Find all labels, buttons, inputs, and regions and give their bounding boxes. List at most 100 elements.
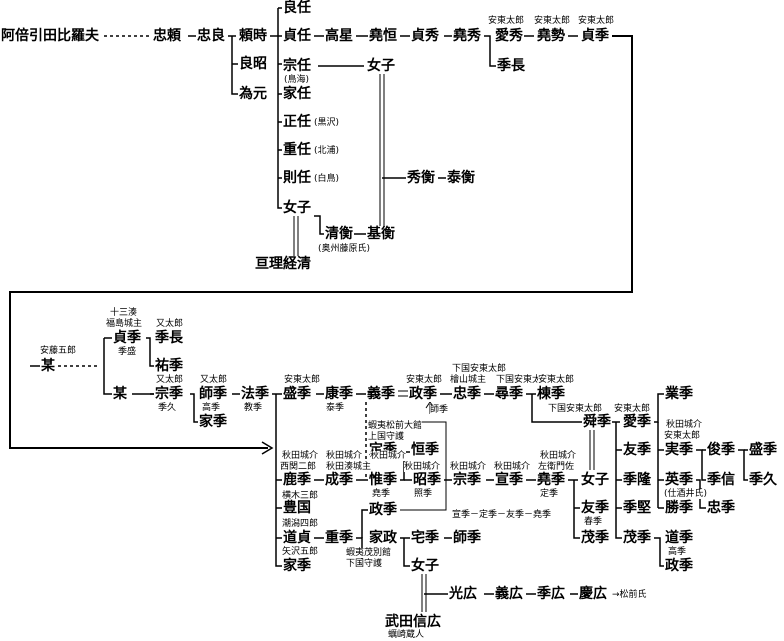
note-mobetsu-kan: 蝦夷茂別館 <box>346 548 392 558</box>
note-ando-taro-3: 安東太郎 <box>578 16 615 26</box>
note-terusue: 照季 <box>414 489 433 499</box>
name-daughter-2: 女子 <box>366 58 396 74</box>
name-suenobu: 季信 <box>706 472 736 488</box>
name-gyoshu: 堯秀 <box>452 28 482 44</box>
note-fukushima-castle: 福島城主 <box>106 319 143 329</box>
note-hiyama-castle: 檜山城主 <box>450 375 487 385</box>
name-akisue: 昭季 <box>412 472 442 488</box>
note-taisue: 泰季 <box>326 403 345 413</box>
note-shiratori: (白鳥) <box>314 174 340 184</box>
name-tadayori: 忠頼 <box>152 28 182 44</box>
note-norisue: 教季 <box>244 403 263 413</box>
name-yoshiaki: 良昭 <box>238 56 268 72</box>
name-katsusue: 勝季 <box>664 500 694 516</box>
name-yoshihiro-2: 慶広 <box>578 586 608 602</box>
name-shunsue: 舜季 <box>582 414 612 430</box>
name-yoshisue: 義季 <box>366 386 396 402</box>
name-yasuhira: 泰衡 <box>446 170 476 186</box>
name-morisue-1: 盛季 <box>282 386 312 402</box>
name-yoshito: 良任 <box>282 0 312 16</box>
name-suekata: 季堅 <box>622 500 652 516</box>
branch-line <box>361 509 368 538</box>
branch-line <box>654 393 664 423</box>
name-gyosue: 業季 <box>664 386 694 402</box>
branch-line <box>277 8 282 209</box>
name-nobusue: 宣季 <box>494 472 524 488</box>
note-kakizaki-kurando: 蠣崎蔵人 <box>388 630 425 640</box>
name-morosue-2: 師季 <box>452 530 482 546</box>
branch-line <box>615 422 622 539</box>
name-munesue-3: 宗季 <box>452 472 482 488</box>
name-suenaga-2: 季長 <box>154 330 184 346</box>
note-akita-3: 秋田城介 <box>326 451 363 461</box>
note-yazawa-goro: 矢沢五郎 <box>282 547 319 557</box>
note-takasue-2: 高季 <box>668 547 687 557</box>
note-akita-6: 秋田城介 <box>450 462 487 472</box>
name-hidesue: 英季 <box>664 472 694 488</box>
name-yoritoki: 頼時 <box>238 28 268 44</box>
note-ando-taro-7: 安東太郎 <box>614 404 651 414</box>
name-iemasa: 家政 <box>368 530 398 546</box>
name-kiyohira: 清衡 <box>324 226 354 242</box>
name-tadasue: 忠季 <box>452 386 482 402</box>
note-akita-4: 秋田城介 <box>370 451 407 461</box>
branch-line <box>190 393 198 423</box>
name-aishu: 愛秀 <box>494 28 524 44</box>
name-tomosue-2: 友季 <box>580 500 610 516</box>
name-tadasue-2: 忠季 <box>706 500 736 516</box>
note-kozuke-shugo: 上国守護 <box>368 432 405 442</box>
name-tsunesue: 恒季 <box>410 442 440 458</box>
name-kasue: 鹿季 <box>282 472 312 488</box>
name-tadayoshi: 忠良 <box>196 28 226 44</box>
name-gyoko: 堯恒 <box>368 28 398 44</box>
branch-line <box>103 338 112 395</box>
note-takasue: 高季 <box>202 403 221 413</box>
note-shimokuni-3: 下国安東太郎 <box>548 404 603 414</box>
note-shimokuni-shugo: 下国守護 <box>346 559 383 569</box>
branch-line <box>531 394 582 423</box>
name-masasue: 政季 <box>408 386 438 402</box>
name-norito: 則任 <box>282 170 312 186</box>
note-harusue: 春季 <box>584 517 603 527</box>
note-oshu-fujiwara: (奥州藤原氏) <box>318 244 371 254</box>
note-matataro-3: 又太郎 <box>200 375 228 385</box>
note-akita-8: 秋田城介 <box>540 451 577 461</box>
note-ando-taro-5: 安東太郎 <box>406 375 443 385</box>
branch-line <box>275 394 282 567</box>
note-shiogata-shiro: 潮潟四郎 <box>282 519 319 529</box>
name-motohira: 基衡 <box>366 226 396 242</box>
name-daughter-3: 女子 <box>580 472 610 488</box>
note-matsumae-clan: →松前氏 <box>612 590 647 600</box>
name-hidehira: 秀衡 <box>406 170 436 186</box>
name-bou-2: 某 <box>112 386 128 402</box>
name-masasue-3: 政季 <box>368 502 398 518</box>
note-ando-taro-1: 安東太郎 <box>488 16 525 26</box>
name-gyosei: 堯勢 <box>536 28 566 44</box>
name-sadasue-2: 貞季 <box>112 330 142 346</box>
arrowhead <box>261 441 274 455</box>
note-matataro-2: 又太郎 <box>156 375 184 385</box>
note-suemori: 季盛 <box>118 347 137 357</box>
name-morisue-2: 盛季 <box>748 442 778 458</box>
name-yasusue: 康季 <box>324 386 354 402</box>
note-suehisa: 季久 <box>158 403 177 413</box>
note-jusanminato: 十三湊 <box>110 308 138 318</box>
name-munesue-1: 宗季 <box>154 386 184 402</box>
note-akita-1: 秋田城介 <box>666 420 703 430</box>
note-gyosue: 堯季 <box>372 489 391 499</box>
name-bou-1: 某 <box>40 358 56 374</box>
name-aisue: 愛季 <box>622 414 652 430</box>
name-watari-tsunekiyo: 亘理経清 <box>254 256 312 272</box>
continuation-line <box>9 35 633 449</box>
note-kurosawa: (黒沢) <box>314 118 340 128</box>
name-muneto: 宗任 <box>282 58 312 74</box>
note-kitaura: (北浦) <box>314 146 340 156</box>
name-narisue: 成季 <box>324 472 354 488</box>
name-shigesue: 茂季 <box>622 530 652 546</box>
name-tamemoto: 為元 <box>238 86 268 102</box>
name-takaboshi: 高星 <box>324 28 354 44</box>
name-munesue-2: 棟季 <box>536 386 566 402</box>
name-ieto: 家任 <box>282 86 312 102</box>
note-succession-chain: 宣季－定季－友季－堯季 <box>452 510 552 520</box>
note-torinoumi: (鳥海) <box>284 75 310 85</box>
